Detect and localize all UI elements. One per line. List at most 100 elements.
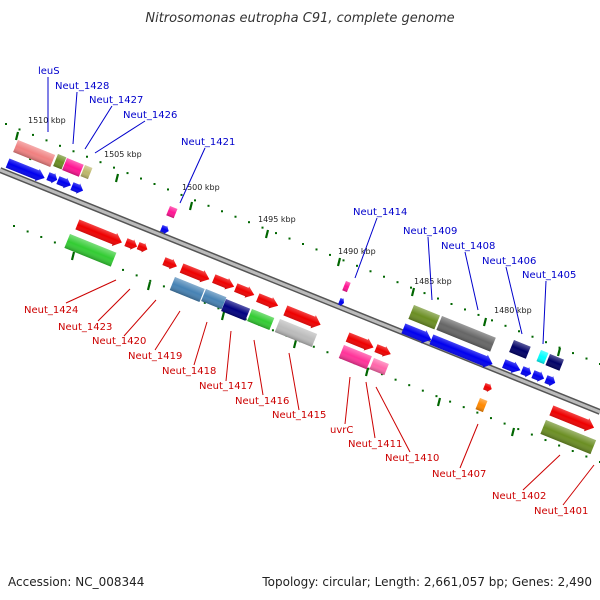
gene-blue-j — [544, 375, 556, 387]
gene-neut-1414-arrow — [338, 298, 344, 307]
tick-dot — [86, 155, 88, 158]
tick-mark — [556, 347, 562, 357]
gene-neut-1414 — [342, 281, 351, 293]
gene-label-bottom: Neut_1420 — [92, 336, 146, 347]
tick-dot — [394, 378, 397, 381]
gene-blue-c — [56, 176, 71, 189]
tick-dot — [221, 210, 223, 213]
tick-dot — [153, 183, 156, 185]
label-leader-line — [375, 386, 411, 453]
tick-dot — [203, 301, 206, 304]
gene-neut-1415 — [274, 319, 318, 347]
gene-red-b — [124, 238, 138, 250]
label-leader-line — [72, 91, 78, 145]
kbp-label: 1485 kbp — [414, 277, 452, 286]
tick-dot — [234, 215, 237, 218]
tick-dot — [207, 204, 210, 207]
gene-neut-1421 — [166, 206, 178, 219]
tick-dot — [32, 133, 34, 136]
label-leader-line — [123, 299, 157, 337]
tick-dot — [45, 139, 48, 142]
gene-neut-1419 — [169, 277, 205, 302]
gene-label-top: Neut_1427 — [89, 95, 143, 106]
tick-dot — [380, 373, 383, 376]
tick-dot — [5, 123, 7, 125]
top-strand-labels: leuSNeut_1428Neut_1427Neut_1426Neut_1421… — [38, 66, 576, 345]
gene-neut-1418 — [201, 289, 227, 310]
gene-label-bottom: Neut_1417 — [199, 381, 253, 392]
gene-neut-1408 — [436, 316, 496, 352]
tick-dot — [383, 275, 385, 278]
gene-label-bottom: Neut_1401 — [534, 506, 588, 517]
kbp-label: 1490 kbp — [338, 247, 376, 256]
gene-blue-i — [531, 370, 545, 382]
gene-red-d — [162, 257, 177, 270]
tick-dot — [26, 230, 29, 233]
tick-mark — [410, 287, 416, 297]
gene-blue-d — [70, 182, 84, 194]
gene-label-bottom: Neut_1407 — [432, 469, 486, 480]
tick-dot — [545, 341, 547, 344]
gene-neut-1427 — [62, 158, 84, 177]
map-title: Nitrosomonas eutropha C91, complete geno… — [145, 11, 454, 26]
kbp-label: 1495 kbp — [258, 215, 296, 224]
kbp-label: 1505 kbp — [104, 150, 142, 159]
tick-dot — [449, 400, 452, 403]
tick-mark — [364, 367, 370, 377]
gene-red-j — [374, 344, 391, 357]
tick-dot — [261, 226, 264, 229]
label-leader-line — [344, 376, 351, 425]
gene-neut-1411 — [369, 358, 389, 376]
gene-uvrc-arrow — [345, 332, 374, 351]
kbp-label: 1480 kbp — [494, 306, 532, 315]
tick-dot — [356, 264, 358, 267]
gene-blue-e — [401, 323, 432, 344]
gene-neut-1409 — [408, 305, 440, 330]
tick-dot — [59, 144, 61, 147]
tick-dot — [503, 422, 506, 425]
tick-dot — [437, 297, 439, 300]
gene-label-top: Neut_1426 — [123, 110, 177, 121]
gene-red-g — [234, 283, 255, 298]
gene-label-bottom: Neut_1415 — [272, 410, 326, 421]
tick-dot — [122, 268, 125, 271]
tick-mark — [70, 251, 76, 261]
tick-dot — [410, 286, 412, 289]
label-leader-line — [522, 454, 561, 491]
gene-neut-1421-arrow — [160, 225, 169, 234]
label-leader-line — [253, 339, 264, 396]
gene-label-bottom: Neut_1402 — [492, 491, 546, 502]
tick-dot — [342, 259, 345, 262]
tick-dot — [558, 444, 561, 447]
label-leader-line — [354, 217, 378, 279]
tick-dot — [544, 439, 547, 442]
gene-label-top: Neut_1405 — [522, 270, 576, 281]
tick-dot — [585, 455, 588, 458]
label-leader-line — [505, 266, 523, 335]
tick-dot — [315, 248, 318, 251]
tick-dot — [571, 450, 574, 453]
label-leader-line — [179, 147, 206, 204]
gene-label-top: Neut_1428 — [55, 81, 109, 92]
label-leader-line — [365, 381, 376, 439]
kbp-label: 1510 kbp — [28, 116, 66, 125]
tick-dot — [421, 389, 424, 392]
gene-label-bottom: Neut_1419 — [128, 351, 182, 362]
gene-red-i — [283, 305, 321, 329]
gene-label-top: Neut_1409 — [403, 226, 457, 237]
gene-blue-h — [520, 366, 532, 378]
tick-dot — [194, 199, 196, 202]
gene-label-bottom: Neut_1423 — [58, 322, 112, 333]
tick-dot — [530, 433, 533, 436]
gene-blue-g — [502, 359, 521, 373]
gene-red-a — [75, 219, 122, 246]
gene-neut-1416 — [247, 309, 275, 331]
tick-mark — [336, 257, 342, 267]
gene-label-bottom: Neut_1424 — [24, 305, 78, 316]
tick-dot — [99, 161, 102, 164]
tick-mark — [510, 427, 516, 437]
tick-dot — [504, 324, 507, 327]
gene-neut-1428 — [53, 154, 67, 170]
tick-dot — [140, 177, 142, 180]
gene-label-top: leuS — [38, 66, 60, 77]
